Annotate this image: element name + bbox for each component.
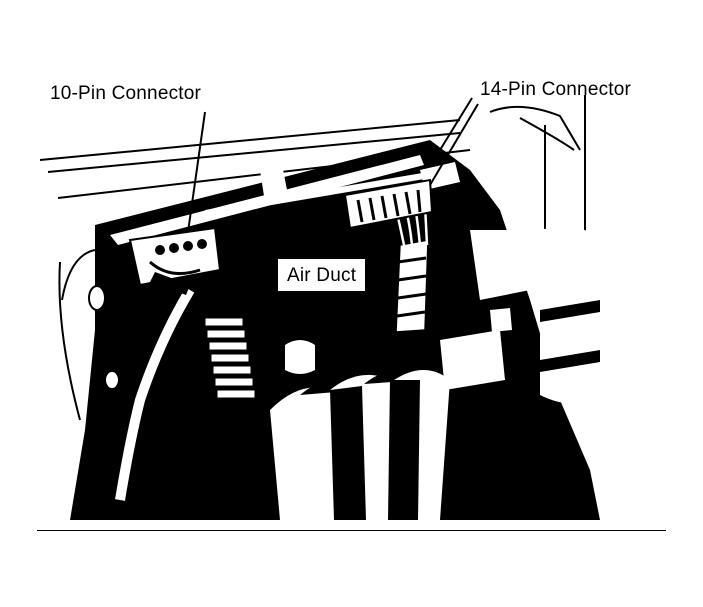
callout-leaders [187, 97, 479, 233]
clip [104, 370, 120, 390]
ten-pin-connector [128, 226, 222, 295]
ten-pin-connector-label: 10-Pin Connector [50, 83, 202, 104]
wire-harness-left [115, 287, 195, 501]
grommet [88, 285, 106, 311]
bottom-rule [37, 530, 666, 531]
leader-10pin [187, 111, 206, 233]
air-duct-housing [70, 140, 600, 520]
wire-harness-left-outline [99, 287, 197, 503]
leader-14pin [429, 103, 479, 186]
ribbed-duct [270, 340, 450, 520]
fourteen-pin-connector-label: 14-Pin Connector [480, 79, 632, 100]
fourteen-pin-connector [343, 178, 434, 230]
air-duct-label: Air Duct [278, 259, 366, 291]
wire-harness-right [393, 204, 429, 333]
leader-14pin-2 [439, 97, 473, 151]
corrugated-hose [204, 317, 256, 399]
